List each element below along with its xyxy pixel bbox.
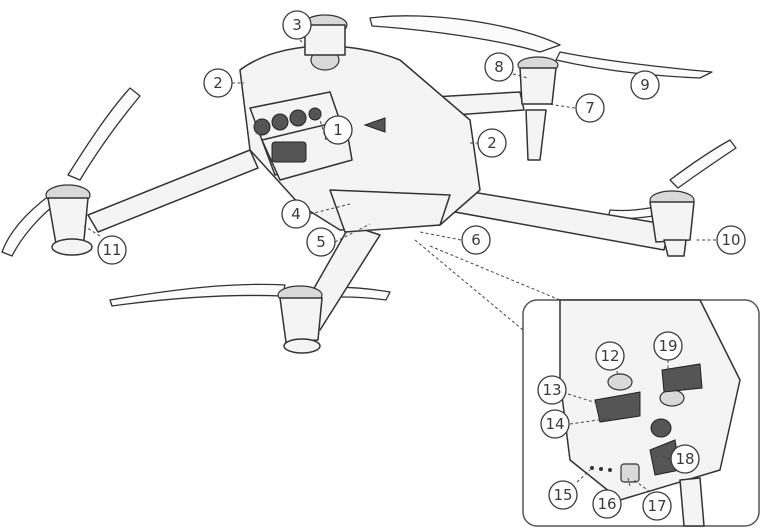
callout-13-label: 13 bbox=[542, 381, 561, 399]
callout-1-label: 1 bbox=[333, 121, 343, 139]
callout-2-right-label: 2 bbox=[487, 134, 497, 152]
callout-12: 12 bbox=[596, 342, 624, 370]
callout-19: 19 bbox=[654, 332, 682, 360]
callout-3: 3 bbox=[283, 11, 311, 39]
callout-2-left-label: 2 bbox=[213, 74, 223, 92]
callout-11-label: 11 bbox=[102, 241, 121, 259]
callout-8-label: 8 bbox=[494, 58, 504, 76]
callout-6-label: 6 bbox=[471, 231, 481, 249]
callout-14: 14 bbox=[541, 410, 569, 438]
callout-1: 1 bbox=[324, 116, 352, 144]
callout-3-label: 3 bbox=[292, 16, 302, 34]
callout-16-label: 16 bbox=[597, 495, 616, 513]
callout-8: 8 bbox=[485, 53, 513, 81]
callout-19-label: 19 bbox=[658, 337, 677, 355]
callout-9: 9 bbox=[631, 71, 659, 99]
propeller-front-left bbox=[110, 284, 390, 306]
callout-15: 15 bbox=[549, 481, 577, 509]
callout-11: 11 bbox=[98, 236, 126, 264]
callout-2-right: 2 bbox=[478, 129, 506, 157]
callout-6: 6 bbox=[462, 226, 490, 254]
callout-7: 7 bbox=[576, 94, 604, 122]
callout-10: 10 bbox=[717, 226, 745, 254]
callout-10-label: 10 bbox=[721, 231, 740, 249]
callout-17: 17 bbox=[643, 492, 671, 520]
callout-12-label: 12 bbox=[600, 347, 619, 365]
callout-18-label: 18 bbox=[675, 450, 694, 468]
callout-15-label: 15 bbox=[553, 486, 572, 504]
callout-5-label: 5 bbox=[316, 233, 326, 251]
callout-16: 16 bbox=[593, 490, 621, 518]
motor-front-left bbox=[278, 286, 322, 353]
motor-rear-left bbox=[46, 185, 92, 255]
callout-17-label: 17 bbox=[647, 497, 666, 515]
callout-13: 13 bbox=[538, 376, 566, 404]
callout-7-label: 7 bbox=[585, 99, 595, 117]
arm-rear-left bbox=[88, 150, 258, 232]
callout-4: 4 bbox=[282, 200, 310, 228]
callout-4-label: 4 bbox=[291, 205, 301, 223]
callout-2-left: 2 bbox=[204, 69, 232, 97]
callout-18: 18 bbox=[671, 445, 699, 473]
callout-5: 5 bbox=[307, 228, 335, 256]
callout-14-label: 14 bbox=[545, 415, 564, 433]
callout-9-label: 9 bbox=[640, 76, 650, 94]
